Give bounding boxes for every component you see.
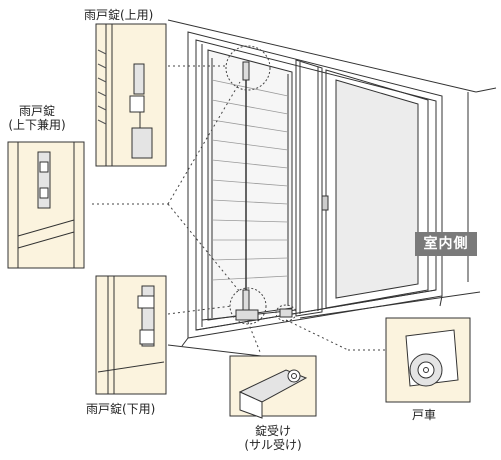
strike-label: 錠受け (サル受け) bbox=[236, 424, 310, 452]
shutter-panel bbox=[207, 49, 293, 321]
strike-label-line2: (サル受け) bbox=[244, 438, 302, 452]
bottom-rail bbox=[195, 289, 437, 331]
screen-frame bbox=[295, 59, 323, 317]
leader-lines bbox=[92, 65, 388, 353]
strike-detail bbox=[229, 355, 317, 419]
lower-lock-detail bbox=[95, 275, 167, 395]
lower-lock-label: 雨戸錠(下用) bbox=[86, 402, 156, 416]
indoor-side-badge: 室内側 bbox=[415, 232, 477, 256]
dual-lock-label-line2: (上下兼用) bbox=[8, 118, 66, 132]
strike-label-line1: 錠受け bbox=[254, 424, 291, 438]
lower-lock-highlight bbox=[229, 287, 267, 325]
dual-lock-label: 雨戸錠 (上下兼用) bbox=[6, 104, 68, 132]
roller-highlight bbox=[275, 304, 297, 322]
roller-detail bbox=[385, 317, 471, 403]
dual-lock-label-line1: 雨戸錠 bbox=[18, 104, 55, 118]
door-roller-label: 戸車 bbox=[412, 408, 437, 422]
dual-lock-detail bbox=[7, 141, 85, 269]
upper-lock-detail bbox=[95, 23, 167, 167]
upper-lock-label: 雨戸錠(上用) bbox=[84, 8, 154, 22]
upper-lock-highlight bbox=[225, 45, 271, 91]
glass-sash bbox=[321, 69, 429, 309]
